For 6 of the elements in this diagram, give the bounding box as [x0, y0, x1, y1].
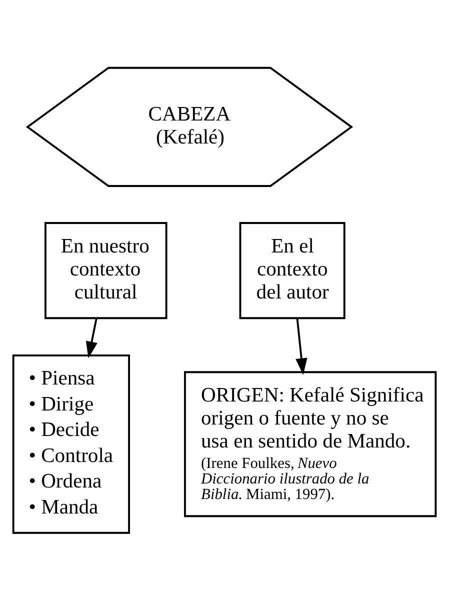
node-box: En nuestro contexto cultural [44, 222, 168, 319]
arrow [296, 318, 308, 375]
arrow [86, 318, 98, 358]
node-box: • Piensa • Dirige • Decide • Controla • Ordena • Manda [12, 354, 130, 534]
node-box: En el contexto del autor [239, 222, 346, 319]
node-box: ORIGEN: Kefalé Significa origen o fuente y no se usa en sentido de Mando. (Irene Foulkes, Nuevo Diccionario ilustrado de la Biblia. Miami, 1997). [184, 370, 437, 517]
